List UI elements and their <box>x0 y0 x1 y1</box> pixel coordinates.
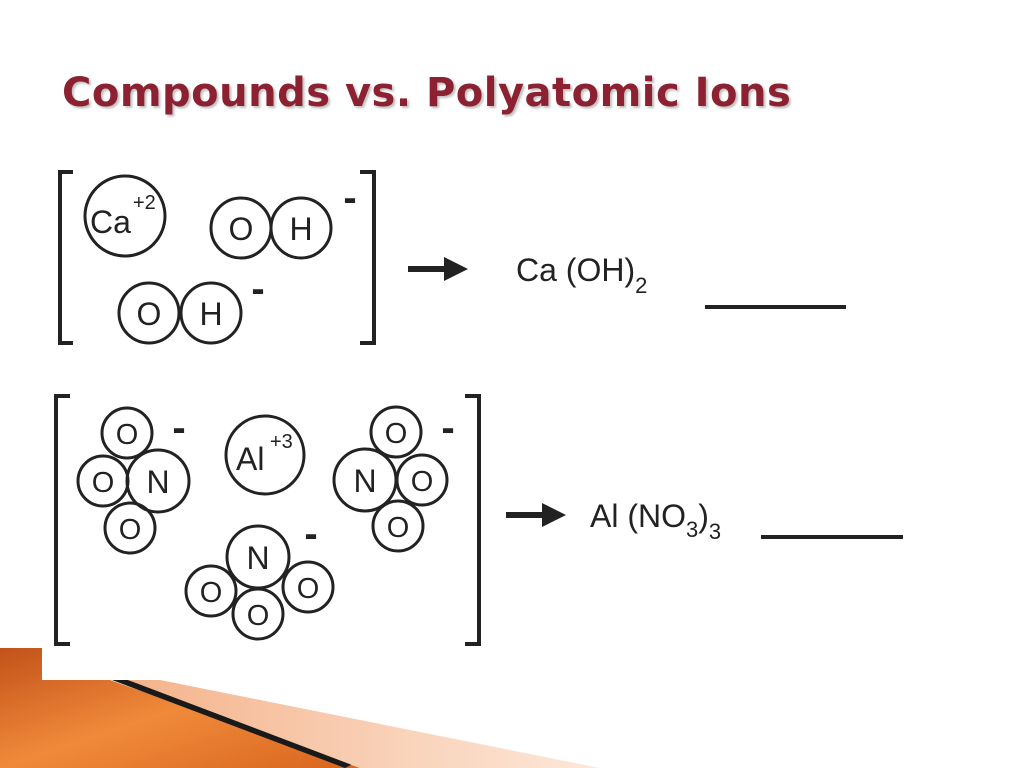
calcium-charge: +2 <box>133 192 156 214</box>
oxygen-atom <box>100 406 154 460</box>
calcium-hydroxide-panel: Ca +2 O H - O H - Ca (OH)2 <box>58 170 846 345</box>
oxygen-atom <box>395 453 449 507</box>
oxygen-symbol: O <box>116 419 139 451</box>
nitrogen-symbol: N <box>246 540 269 576</box>
hydrogen-atom <box>179 281 243 345</box>
slide-title: Compounds vs. Polyatomic Ions <box>62 70 792 116</box>
negative-charge: - <box>304 512 317 556</box>
hydrogen-atom <box>269 196 333 260</box>
negative-charge: - <box>172 406 185 450</box>
negative-charge: - <box>343 176 356 220</box>
oxygen-atom <box>369 405 423 459</box>
oxygen-atom <box>281 560 335 614</box>
oxygen-atom <box>117 281 181 345</box>
nitrogen-symbol: N <box>353 463 376 499</box>
calcium-atom <box>83 174 167 258</box>
calcium-symbol: Ca <box>90 204 131 240</box>
ion-diagram: Ca +2 O H - O H - Ca (OH)2 <box>54 170 903 646</box>
nitrate-ion: O N O O - <box>332 405 455 553</box>
aluminum-atom <box>224 414 306 496</box>
oxygen-atom <box>103 501 157 555</box>
oxygen-symbol: O <box>387 512 410 544</box>
arrow-icon <box>506 503 566 527</box>
oxygen-symbol: O <box>247 600 270 632</box>
right-bracket <box>360 170 376 345</box>
nitrate-ion: O O N O - <box>76 406 191 555</box>
formula-close-paren: ) <box>698 498 709 534</box>
left-bracket <box>54 394 70 646</box>
right-bracket <box>465 394 481 646</box>
oxygen-atom <box>184 564 238 618</box>
oxygen-symbol: O <box>92 467 115 499</box>
hydrogen-symbol: H <box>199 296 222 332</box>
aluminum-symbol: Al <box>236 441 264 477</box>
oxygen-symbol: O <box>119 514 142 546</box>
formula-base: Ca (OH) <box>516 252 635 288</box>
nitrate-ion: N O O O - <box>184 512 335 641</box>
ribbon-light <box>128 680 600 768</box>
hydroxide-ion: O H - <box>117 267 265 345</box>
oxygen-atom <box>371 499 425 553</box>
nitrogen-symbol: N <box>146 464 169 500</box>
oxygen-symbol: O <box>297 573 320 605</box>
aluminum-nitrate-formula: Al (NO3)3 <box>590 498 721 544</box>
formula-inner-subscript: 3 <box>686 517 698 542</box>
calcium-hydroxide-formula: Ca (OH)2 <box>516 252 647 298</box>
calcium-ion: Ca +2 <box>83 174 167 258</box>
hydroxide-ion: O H - <box>209 176 357 260</box>
negative-charge: - <box>441 406 454 450</box>
nitrogen-atom <box>125 448 191 514</box>
oxygen-symbol: O <box>229 211 254 247</box>
formula-subscript: 2 <box>635 273 647 298</box>
aluminum-nitrate-panel: O O N O - Al +3 O N O O - <box>54 394 903 646</box>
negative-charge: - <box>251 267 264 311</box>
formula-outer-subscript: 3 <box>709 519 721 544</box>
oxygen-symbol: O <box>385 418 408 450</box>
oxygen-symbol: O <box>411 466 434 498</box>
oxygen-symbol: O <box>137 296 162 332</box>
left-bracket <box>58 170 73 345</box>
oxygen-symbol: O <box>200 577 223 609</box>
ribbon-dark <box>112 680 360 768</box>
arrow-icon <box>408 257 468 281</box>
aluminum-charge: +3 <box>270 431 293 453</box>
formula-base: Al (NO <box>590 498 686 534</box>
hydrogen-symbol: H <box>289 211 312 247</box>
oxygen-atom <box>231 587 285 641</box>
aluminum-ion: Al +3 <box>224 414 306 496</box>
